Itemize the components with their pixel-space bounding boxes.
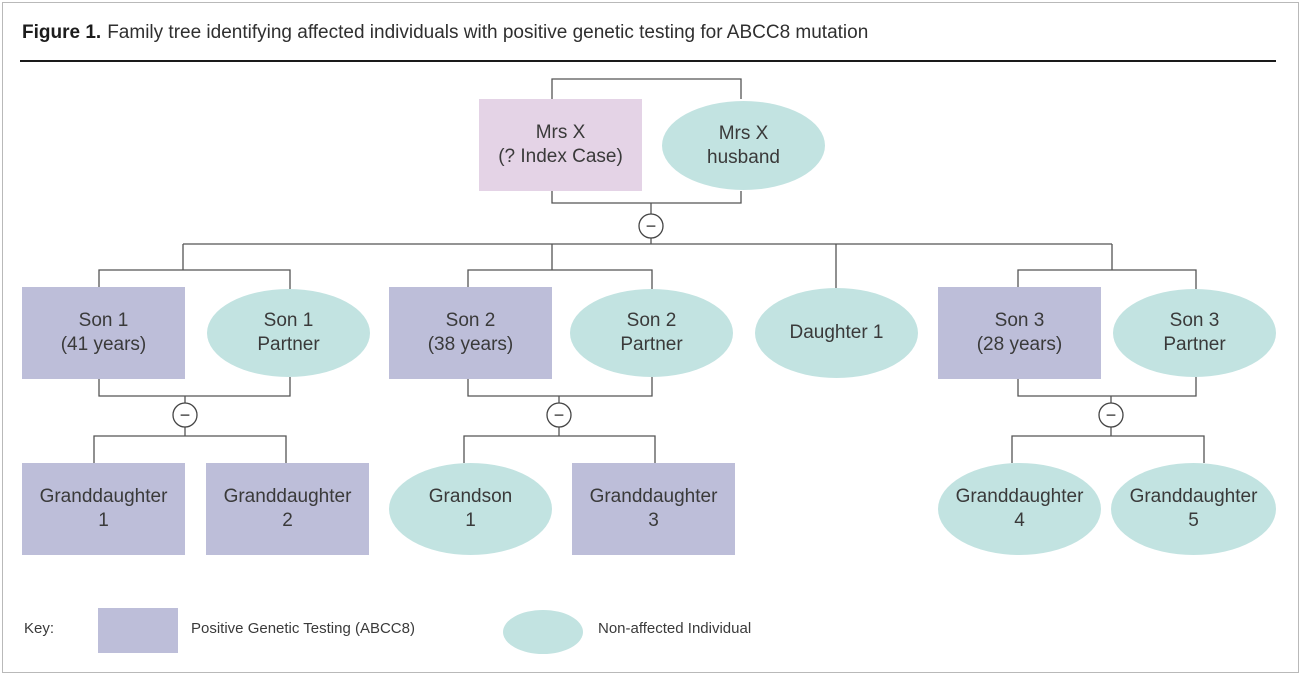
node-granddaughter-3: Granddaughter 3: [572, 463, 735, 555]
node-son-3-partner-label: Son 3 Partner: [1163, 310, 1226, 355]
figure-label: Figure 1.: [22, 22, 102, 43]
node-mrs-x: Mrs X (? Index Case): [479, 99, 642, 191]
marriage-symbol-3-text: −: [1106, 405, 1117, 425]
node-granddaughter-5: Granddaughter 5: [1111, 463, 1276, 555]
marriage-symbol-1-text: −: [180, 405, 191, 425]
node-granddaughter-2-label: Granddaughter 2: [223, 486, 352, 531]
key-positive-label: Positive Genetic Testing (ABCC8): [191, 620, 415, 637]
node-mrs-x-label: Mrs X (? Index Case): [498, 122, 623, 167]
node-daughter-1-label: Daughter 1: [789, 322, 884, 343]
connector-couple-3: [1017, 269, 1197, 289]
key-positive-swatch: [98, 608, 178, 653]
node-son-1-label: Son 1 (41 years): [60, 310, 147, 355]
node-granddaughter-2: Granddaughter 2: [206, 463, 369, 555]
node-mrs-x-husband-label: Mrs X husband: [707, 122, 780, 168]
node-son-2-partner-label: Son 2 Partner: [620, 310, 683, 355]
node-granddaughter-4-label: Granddaughter 4: [955, 486, 1084, 531]
node-son-2-label: Son 2 (38 years): [427, 310, 514, 355]
title-rule: [20, 60, 1276, 62]
connector-top-couple: [551, 78, 742, 99]
node-son-3-partner: Son 3 Partner: [1113, 289, 1276, 377]
node-granddaughter-5-label: Granddaughter 5: [1129, 486, 1258, 531]
node-granddaughter-1-label: Granddaughter 1: [39, 486, 168, 531]
connector-children-2: [463, 435, 656, 463]
marriage-symbol-top-text: −: [646, 216, 657, 236]
connector-children-1: [93, 435, 287, 463]
node-grandson-1-label: Grandson 1: [428, 486, 513, 531]
node-son-1-partner-label: Son 1 Partner: [257, 310, 320, 355]
figure-caption: Family tree identifying affected individ…: [107, 22, 869, 43]
node-granddaughter-4: Granddaughter 4: [938, 463, 1101, 555]
node-son-3: Son 3 (28 years): [938, 287, 1101, 379]
key-label: Key:: [24, 620, 55, 637]
connector-top-couple-bottom: [551, 191, 742, 204]
marriage-symbol-2-text: −: [554, 405, 565, 425]
connector-children-3: [1011, 435, 1205, 463]
connector-couple-2: [467, 269, 653, 289]
node-son-3-label: Son 3 (28 years): [976, 310, 1063, 355]
node-son-2: Son 2 (38 years): [389, 287, 552, 379]
node-daughter-1: Daughter 1: [755, 288, 918, 378]
figure-title: Figure 1.Family tree identifying affecte…: [22, 22, 868, 44]
node-son-1: Son 1 (41 years): [22, 287, 185, 379]
connector-couple-1: [98, 269, 291, 289]
marriage-symbol-top: [638, 213, 664, 239]
marriage-symbol-2: [546, 402, 572, 428]
node-granddaughter-1: Granddaughter 1: [22, 463, 185, 555]
node-grandson-1: Grandson 1: [389, 463, 552, 555]
marriage-symbol-3: [1098, 402, 1124, 428]
node-son-1-partner: Son 1 Partner: [207, 289, 370, 377]
marriage-symbol-1: [172, 402, 198, 428]
node-mrs-x-husband: Mrs X husband: [662, 101, 825, 190]
node-son-2-partner: Son 2 Partner: [570, 289, 733, 377]
key-non-affected-swatch: [503, 610, 583, 654]
node-granddaughter-3-label: Granddaughter 3: [589, 486, 718, 531]
key-non-affected-label: Non-affected Individual: [598, 620, 752, 637]
